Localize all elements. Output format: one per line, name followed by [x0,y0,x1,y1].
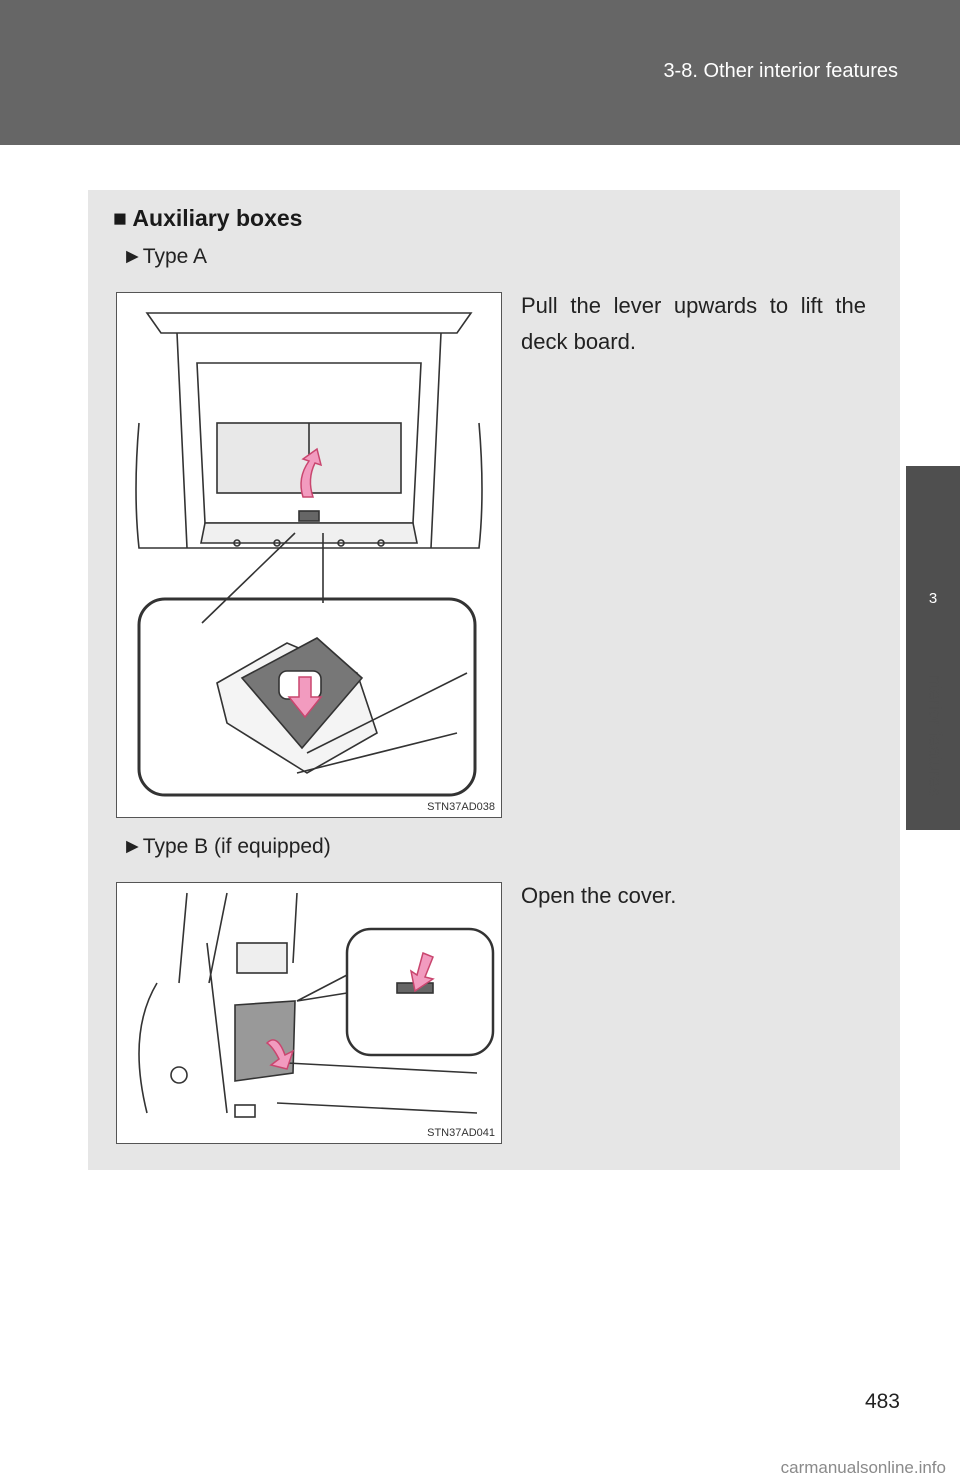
type-a-illustration: STN37AD038 [116,292,502,818]
watermark: carmanualsonline.info [780,1458,946,1477]
figure-code-a: STN37AD038 [427,801,495,813]
type-b-illustration: STN37AD041 [116,882,502,1144]
chapter-label: Interior features [925,669,945,797]
section-heading: ■ Auxiliary boxes [113,205,303,231]
page-number: 483 [864,1390,900,1413]
type-a-label: ►Type A [122,245,207,268]
type-a-instruction: Pull the lever upwards to lift the deck … [521,293,866,354]
side-cargo-drawing [138,892,495,1118]
chapter-tab [906,466,960,830]
figure-code-b: STN37AD041 [427,1127,495,1139]
page-header: 3-8. Other interior features [0,0,960,145]
type-b-label: ►Type B (if equipped) [122,835,331,858]
cargo-area-drawing [135,312,483,797]
section-title: 3-8. Other interior features [663,60,898,82]
type-b-instruction: Open the cover. [521,883,677,908]
chapter-number: 3 [928,590,938,607]
